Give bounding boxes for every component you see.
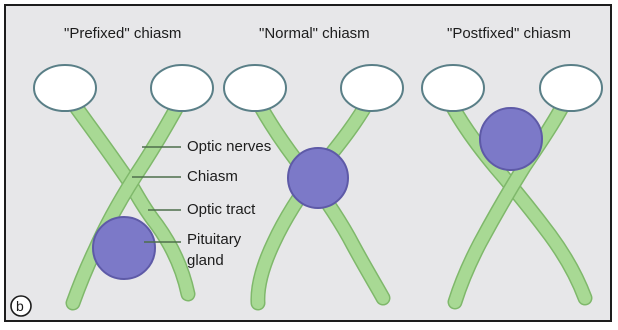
normal-pituitary-gland [288,148,348,208]
diagram-panel: "Prefixed" chiasm "Normal" chiasm "Postf… [4,4,612,322]
chiasm-diagram: "Prefixed" chiasm "Normal" chiasm "Postf… [6,6,614,324]
postfixed-title: "Postfixed" chiasm [447,25,571,42]
prefixed-eye-right [151,65,213,111]
normal-chiasm [224,65,403,303]
panel-letter: b [16,298,24,314]
optic-tract-label: Optic tract [187,201,256,218]
pituitary-label-line-2: gland [187,252,224,269]
postfixed-eye-right [540,65,602,111]
normal-title: "Normal" chiasm [259,25,370,42]
prefixed-pituitary-gland [93,217,155,279]
optic-nerves-label: Optic nerves [187,138,271,155]
postfixed-pituitary-gland [480,108,542,170]
normal-eye-right [341,65,403,111]
pituitary-label-line-1: Pituitary [187,231,242,248]
prefixed-title: "Prefixed" chiasm [64,25,181,42]
postfixed-chiasm [422,65,602,302]
chiasm-label: Chiasm [187,168,238,185]
normal-eye-left [224,65,286,111]
postfixed-eye-left [422,65,484,111]
prefixed-eye-left [34,65,96,111]
